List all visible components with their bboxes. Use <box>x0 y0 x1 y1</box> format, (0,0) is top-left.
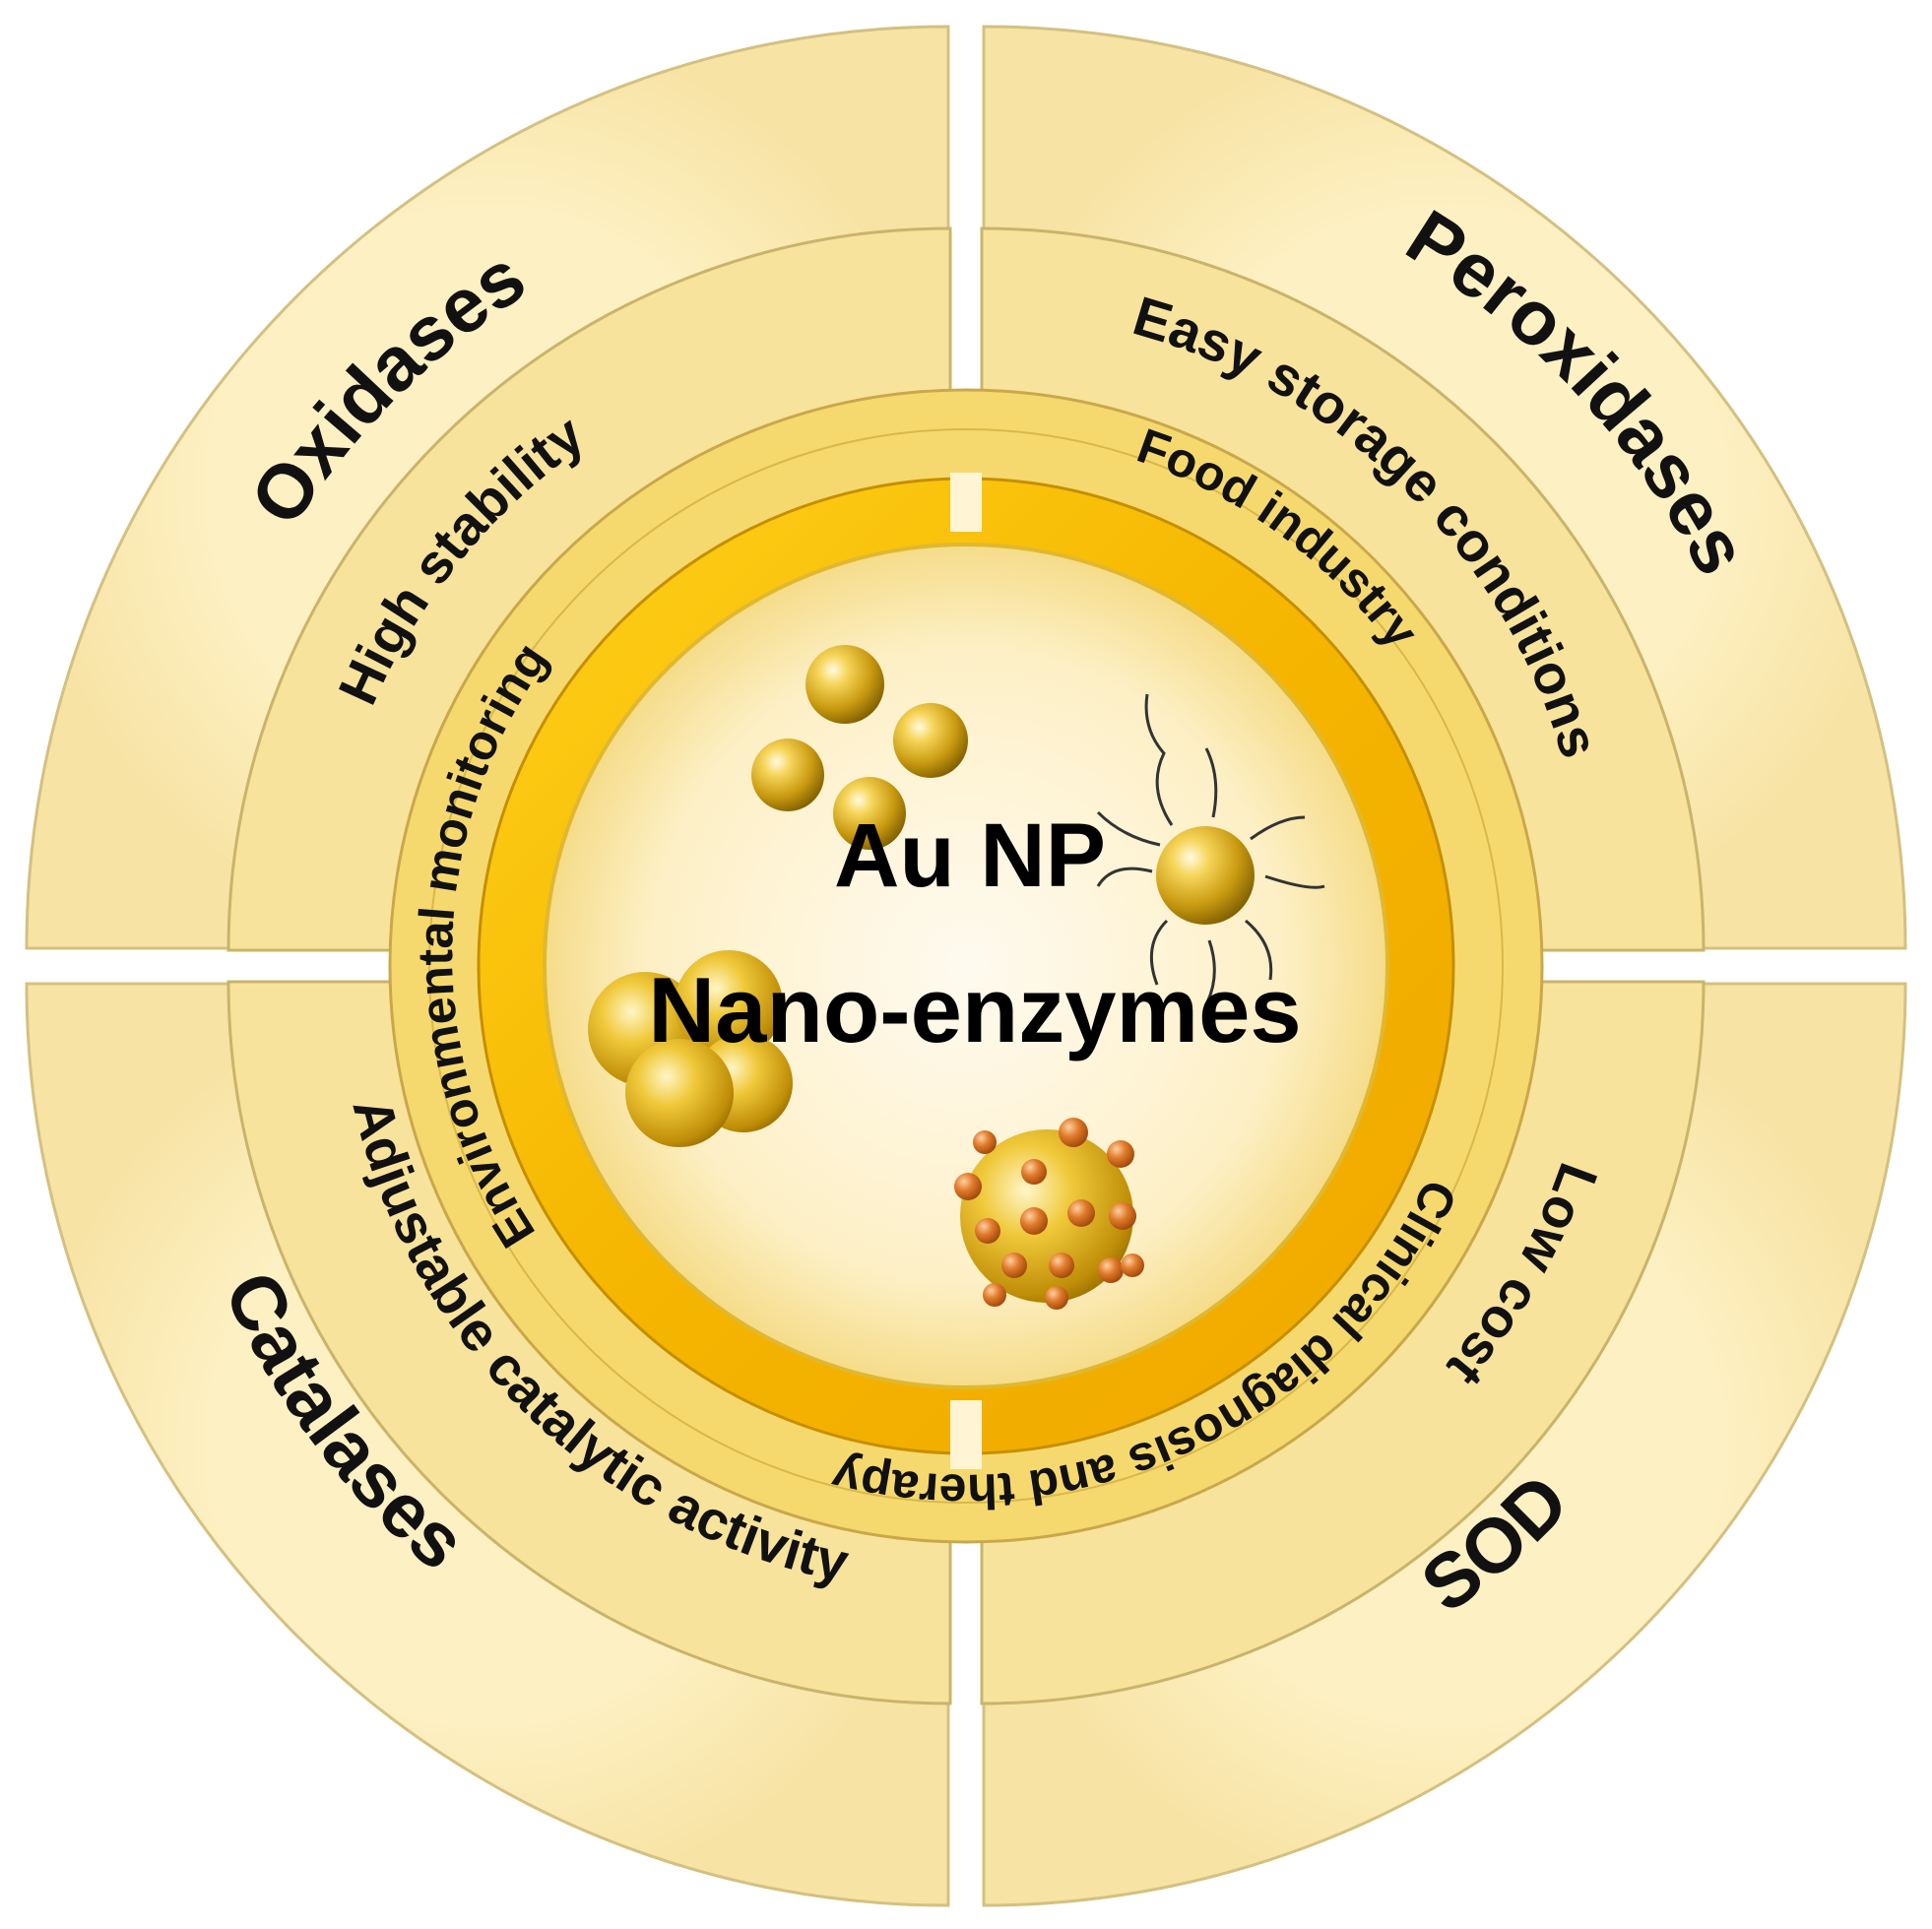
decorated-nanoparticle-icon <box>954 1118 1144 1310</box>
center-title-line2: Nano-enzymes <box>648 958 1301 1061</box>
aggregated-nanoparticles-icon <box>588 950 793 1147</box>
center-title-line1: Au NP <box>834 805 1106 906</box>
center-disc <box>543 543 1389 1389</box>
ligand-nanoparticle-icon <box>1096 693 1325 1005</box>
nanoparticle-cluster-icon <box>751 645 968 850</box>
